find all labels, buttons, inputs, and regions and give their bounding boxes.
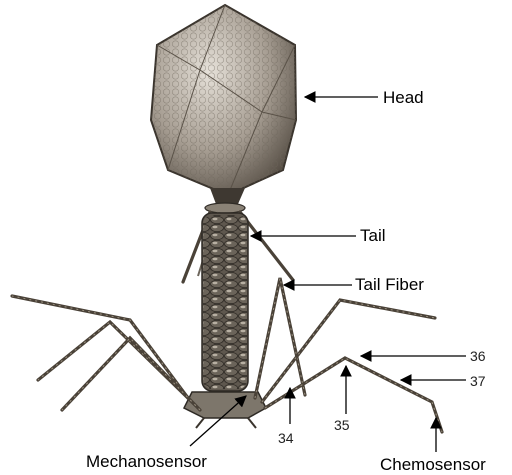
tail-fiber-left-upper bbox=[12, 296, 188, 398]
tail-fiber-left-short bbox=[62, 338, 200, 410]
label-36: 36 bbox=[470, 348, 486, 364]
label-tail: Tail bbox=[360, 226, 386, 245]
label-mechanosensor: Mechanosensor bbox=[86, 452, 207, 471]
label-tail-fiber: Tail Fiber bbox=[355, 275, 424, 294]
label-37: 37 bbox=[470, 373, 486, 389]
phage-head bbox=[151, 5, 296, 204]
label-chemosensor: Chemosensor bbox=[380, 455, 486, 474]
label-head: Head bbox=[383, 88, 424, 107]
tail-fiber-right-low bbox=[265, 358, 442, 432]
label-34: 34 bbox=[278, 430, 294, 446]
phage-tail bbox=[202, 213, 248, 391]
label-35: 35 bbox=[334, 417, 350, 433]
tail-fiber-left-lower bbox=[38, 322, 195, 405]
